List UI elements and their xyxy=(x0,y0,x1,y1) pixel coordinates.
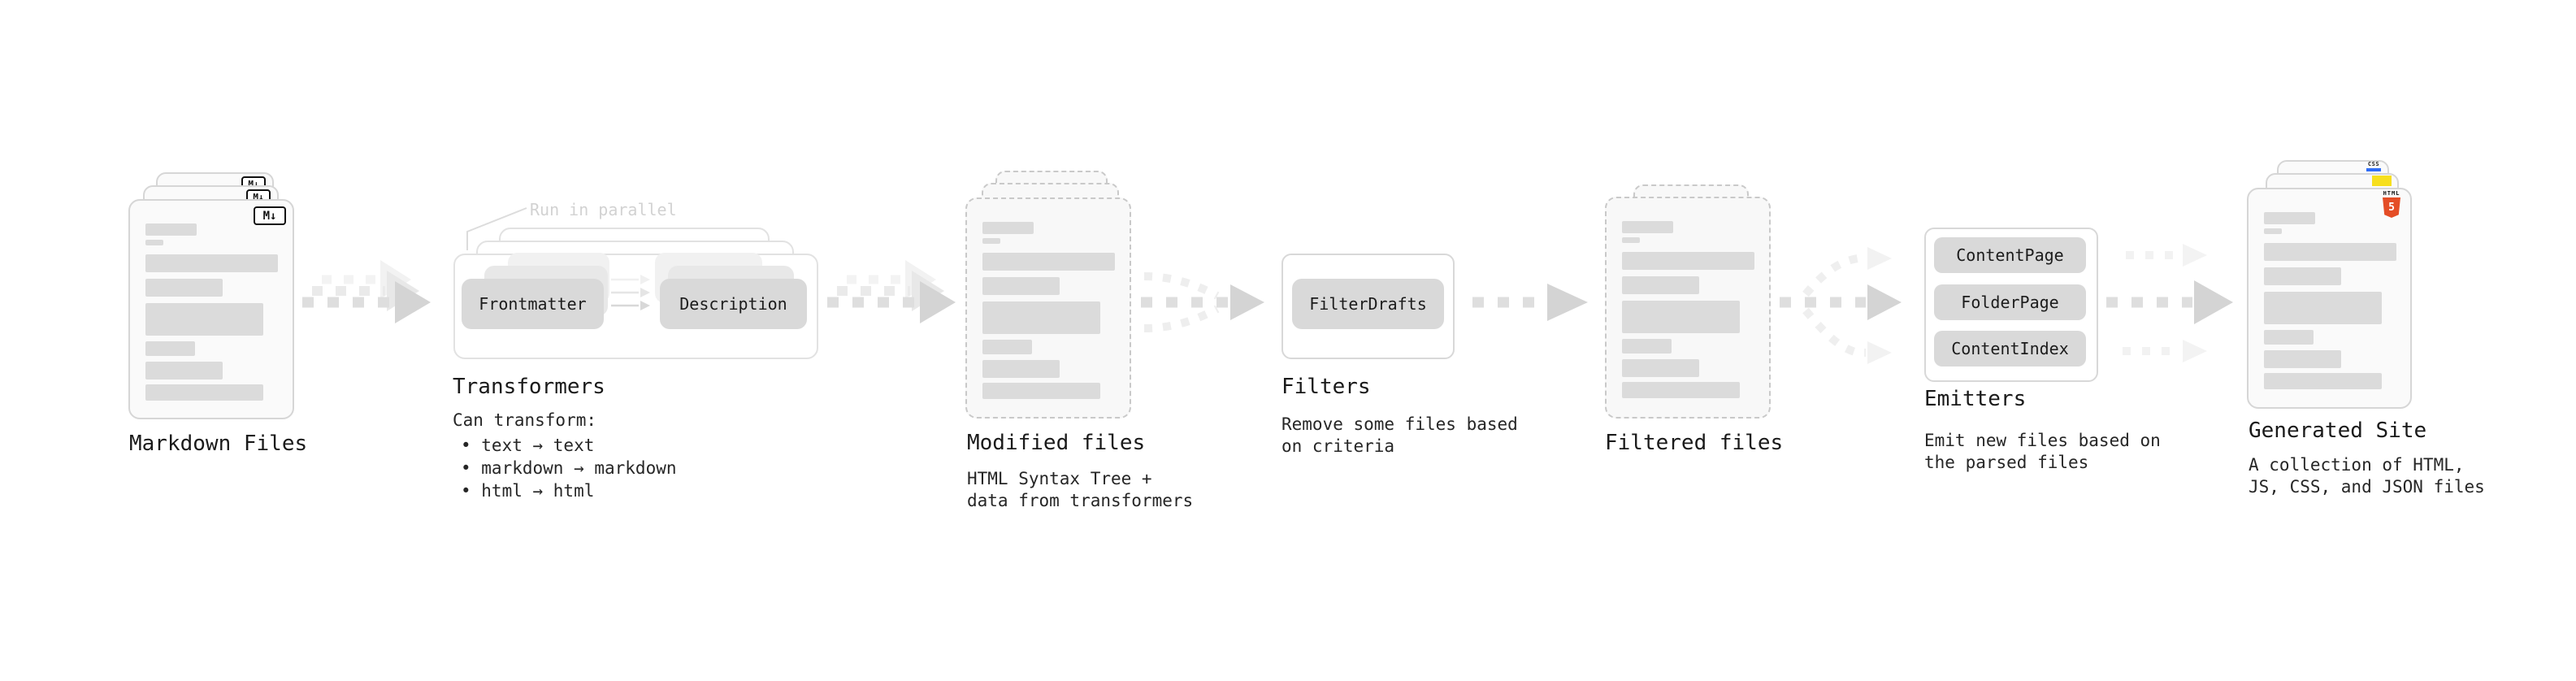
modified-files-title: Modified files xyxy=(967,431,1146,455)
text-line-placeholder xyxy=(145,341,195,356)
transformers-desc-heading: Can transform: xyxy=(453,410,597,430)
text-line-placeholder xyxy=(2264,228,2282,234)
markdown-file-card xyxy=(128,199,294,419)
run-in-parallel-annotation: Run in parallel xyxy=(530,200,677,219)
text-line-placeholder xyxy=(2264,212,2315,224)
folderpage-pill: FolderPage xyxy=(1934,284,2086,320)
emitters-title: Emitters xyxy=(1924,387,2027,411)
text-line-placeholder xyxy=(982,340,1032,354)
markdown-icon: M↓ xyxy=(254,206,286,225)
arrow-filters-to-filtered xyxy=(1472,284,1588,321)
text-line-placeholder xyxy=(2264,292,2382,324)
text-line-placeholder xyxy=(982,277,1060,295)
annotation-connector-line xyxy=(466,207,527,250)
arrow-emitters-to-generated xyxy=(2106,244,2233,362)
text-line-placeholder xyxy=(1622,221,1673,233)
contentpage-pill: ContentPage xyxy=(1934,237,2086,273)
text-line-placeholder xyxy=(2264,350,2341,368)
text-line-placeholder xyxy=(982,360,1060,378)
html5-shield: 5 xyxy=(2383,197,2400,218)
html5-badge-icon: HTML 5 xyxy=(2380,190,2403,218)
arrow-markdown-to-transformers xyxy=(302,260,431,323)
css-badge-label: CSS xyxy=(2367,161,2380,167)
text-line-placeholder xyxy=(1622,301,1740,333)
transformers-bullet-list: • text → text • markdown → markdown • ht… xyxy=(461,436,677,501)
text-line-placeholder xyxy=(1622,237,1640,243)
text-line-placeholder xyxy=(982,253,1115,271)
text-line-placeholder xyxy=(1622,382,1740,398)
text-line-placeholder xyxy=(2264,243,2396,261)
filters-title: Filters xyxy=(1281,375,1371,399)
text-line-placeholder xyxy=(145,223,197,236)
text-line-placeholder xyxy=(2264,373,2382,389)
text-line-placeholder xyxy=(145,279,223,297)
text-line-placeholder xyxy=(1622,252,1754,270)
js-badge-icon xyxy=(2372,176,2392,186)
text-line-placeholder xyxy=(982,301,1100,334)
text-line-placeholder xyxy=(1622,276,1699,294)
description-pill: Description xyxy=(660,279,807,329)
markdown-files-title: Markdown Files xyxy=(129,432,308,456)
filtered-file-card xyxy=(1605,197,1771,419)
text-line-placeholder xyxy=(982,222,1034,234)
text-line-placeholder xyxy=(1622,339,1672,354)
text-line-placeholder xyxy=(145,254,278,272)
contentindex-pill: ContentIndex xyxy=(1934,331,2086,367)
filters-desc: Remove some files based on criteria xyxy=(1281,414,1518,456)
text-line-placeholder xyxy=(1622,359,1699,377)
arrow-modified-to-filters xyxy=(1141,272,1264,332)
text-line-placeholder xyxy=(2264,330,2314,345)
text-line-placeholder xyxy=(2264,267,2341,285)
generated-site-desc: A collection of HTML, JS, CSS, and JSON … xyxy=(2249,455,2485,497)
text-line-placeholder xyxy=(145,384,263,401)
text-line-placeholder xyxy=(982,238,1000,244)
modified-files-desc: HTML Syntax Tree + data from transformer… xyxy=(967,469,1194,510)
arrow-transformers-to-modified xyxy=(827,260,956,323)
modified-file-card xyxy=(965,197,1131,419)
text-line-placeholder xyxy=(145,240,163,245)
generated-file-card xyxy=(2247,188,2412,409)
filtered-files-title: Filtered files xyxy=(1605,431,1784,455)
text-line-placeholder xyxy=(145,362,223,380)
css-badge-icon: CSS xyxy=(2364,162,2383,171)
frontmatter-pill: Frontmatter xyxy=(462,279,604,329)
text-line-placeholder xyxy=(982,383,1100,399)
arrow-filtered-to-emitters xyxy=(1780,247,1902,364)
emitters-desc: Emit new files based on the parsed files xyxy=(1924,431,2161,472)
transformers-title: Transformers xyxy=(453,375,605,399)
generated-site-title: Generated Site xyxy=(2249,419,2427,443)
filterdrafts-pill: FilterDrafts xyxy=(1292,279,1444,329)
css-badge-underline xyxy=(2366,168,2381,171)
html5-badge-brand: HTML xyxy=(2383,190,2400,197)
text-line-placeholder xyxy=(145,303,263,336)
transform-step-arrows xyxy=(611,275,650,310)
